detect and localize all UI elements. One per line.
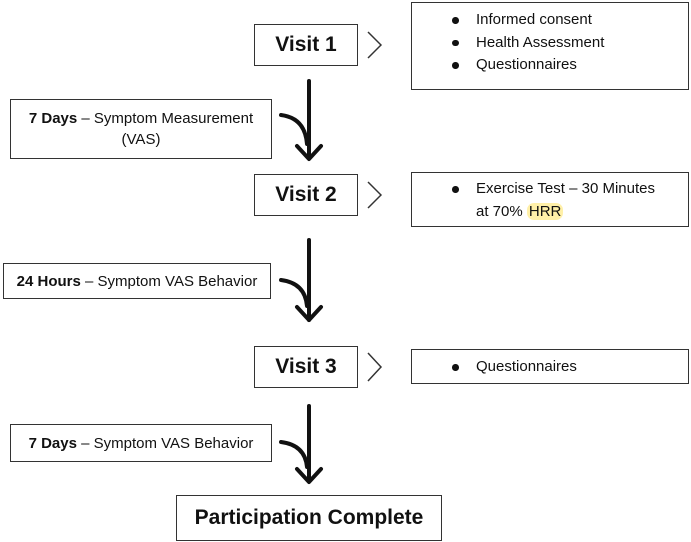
interval-2-description: – Symptom VAS Behavior [80,272,258,290]
curve-arrow-icon [279,278,309,308]
interval-1-duration: 7 Days [28,110,78,127]
detail-item: Health Assessment [412,32,688,55]
interval-3-box: 7 Days – Symptom VAS Behavior [10,424,272,462]
chevron-right-icon [367,352,383,382]
interval-3-description: – Symptom VAS Behavior [76,434,254,452]
visit-1-box: Visit 1 [254,24,358,66]
curve-arrow-icon [279,113,309,146]
visit-1-label: Visit 1 [275,33,337,56]
visit-3-details: Questionnaires [411,349,689,384]
participation-complete-box: Participation Complete [176,495,442,541]
visit-1-details: Informed consent Health Assessment Quest… [411,2,689,90]
visit-3-label: Visit 3 [275,355,337,378]
curve-arrow-icon [279,440,309,469]
visit-2-details: Exercise Test – 30 Minutes at 70% HRR [411,172,689,227]
visit-3-box: Visit 3 [254,346,358,388]
interval-3-text: 7 Days – Symptom VAS Behavior [29,433,254,454]
visit-2-box: Visit 2 [254,174,358,216]
interval-1-text: 7 Days – Symptom Measurement (VAS) [11,108,271,150]
visit-2-detail-list: Exercise Test – 30 Minutes at 70% HRR [412,178,662,223]
detail-item: Questionnaires [412,54,688,77]
participation-complete-label: Participation Complete [194,506,424,529]
detail-item: Questionnaires [412,356,688,379]
visit-3-detail-list: Questionnaires [412,356,688,379]
interval-2-text: 24 Hours – Symptom VAS Behavior [17,271,258,292]
interval-3-duration: 7 Days [28,434,77,452]
interval-1-box: 7 Days – Symptom Measurement (VAS) [10,99,272,159]
interval-2-duration: 24 Hours [16,272,81,290]
arrowhead-icon [295,144,323,161]
interval-2-box: 24 Hours – Symptom VAS Behavior [3,263,271,299]
chevron-right-icon [367,181,383,209]
chevron-right-icon [367,31,383,59]
interval-1-description: – Symptom Measurement (VAS) [77,110,254,148]
detail-item: Informed consent [412,9,688,32]
detail-item-text: Exercise Test – 30 Minutes at 70% [476,180,655,220]
visit-1-detail-list: Informed consent Health Assessment Quest… [412,9,688,77]
detail-item: Exercise Test – 30 Minutes at 70% HRR [412,178,662,223]
arrowhead-icon [295,305,323,322]
hrr-highlight: HRR [526,202,564,220]
arrowhead-icon [295,467,323,484]
visit-2-label: Visit 2 [275,183,337,206]
